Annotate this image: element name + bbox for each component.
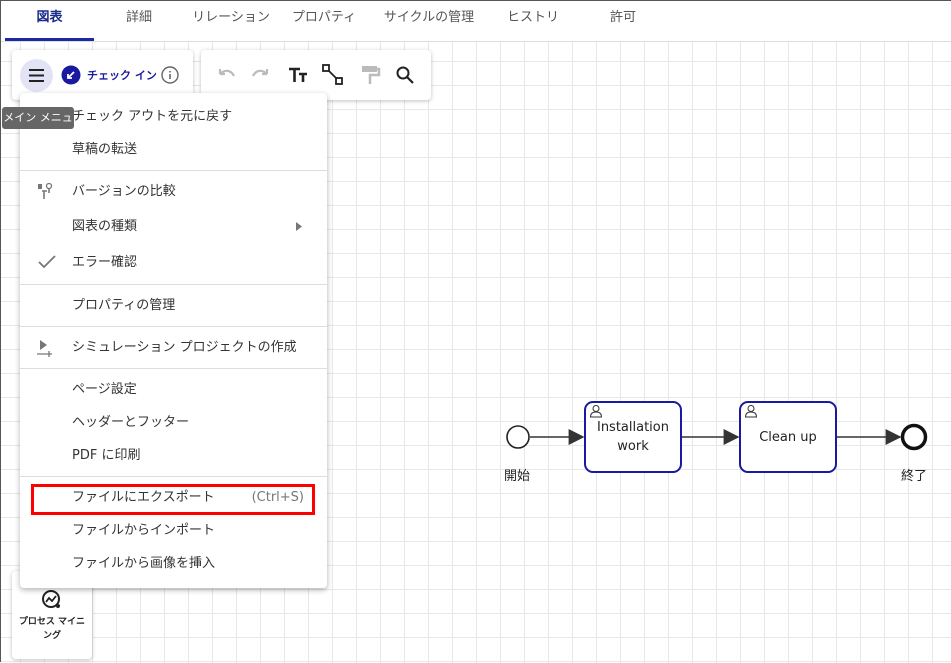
menu-item-export-file[interactable]: ファイルにエクスポート (Ctrl+S) <box>20 483 327 513</box>
tab-permissions[interactable]: 許可 <box>609 10 636 25</box>
tab-lifecycle[interactable]: サイクルの管理 <box>383 10 475 25</box>
divider <box>20 170 327 171</box>
tab-details[interactable]: 詳細 <box>125 10 152 25</box>
menu-item-header-footer[interactable]: ヘッダーとフッター <box>72 415 190 430</box>
edit-toolbar <box>201 50 431 100</box>
divider <box>20 326 327 327</box>
checkin-button[interactable]: チェック イン <box>87 69 157 82</box>
end-event[interactable] <box>900 423 928 451</box>
task-label: Installation work <box>596 420 669 454</box>
menu-item-compare-versions[interactable]: バージョンの比較 <box>72 184 176 199</box>
divider <box>20 368 327 369</box>
hamburger-icon <box>29 69 44 82</box>
redo-icon[interactable] <box>250 65 272 85</box>
start-event[interactable] <box>506 425 530 449</box>
menu-item-create-simulation[interactable]: シミュレーション プロジェクトの作成 <box>72 340 297 355</box>
simulation-icon <box>37 340 52 357</box>
undo-icon[interactable] <box>215 65 237 85</box>
menu-item-transfer-draft[interactable]: 草稿の転送 <box>72 142 138 157</box>
task-label: Clean up <box>759 429 817 445</box>
submenu-arrow-icon <box>296 222 302 231</box>
highlight-box <box>31 484 315 515</box>
tab-properties[interactable]: プロパティ <box>291 10 357 25</box>
shortcut-label: (Ctrl+S) <box>251 490 304 505</box>
menu-item-undo-checkout[interactable]: チェック アウトを元に戻す <box>72 109 233 124</box>
divider <box>20 476 327 477</box>
tab-history[interactable]: ヒストリ <box>506 10 559 25</box>
menu-item-insert-image[interactable]: ファイルから画像を挿入 <box>72 556 216 571</box>
text-size-icon[interactable] <box>287 65 309 85</box>
user-task-icon <box>744 405 758 418</box>
tab-bar: 図表 詳細 リレーション プロパティ サイクルの管理 ヒストリ 許可 <box>1 1 951 42</box>
tab-relations[interactable]: リレーション <box>192 10 270 25</box>
menu-item-manage-properties[interactable]: プロパティの管理 <box>72 298 176 313</box>
menu-item-print-pdf[interactable]: PDF に印刷 <box>72 448 141 463</box>
menu-item-error-check[interactable]: エラー確認 <box>72 255 138 270</box>
menu-item-import-file[interactable]: ファイルからインポート <box>72 523 216 538</box>
end-label: 終了 <box>901 469 928 484</box>
format-painter-icon[interactable] <box>359 64 381 86</box>
search-icon[interactable] <box>394 65 416 87</box>
info-icon[interactable] <box>160 65 180 85</box>
connector-icon[interactable] <box>321 63 345 87</box>
main-toolbar: チェック イン <box>12 50 193 100</box>
process-mining-label: プロセス マイニング <box>18 617 86 641</box>
menu-item-label: 図表の種類 <box>72 219 138 234</box>
process-mining-icon <box>42 590 60 608</box>
check-icon <box>38 255 56 269</box>
checkin-icon[interactable] <box>61 65 81 85</box>
compare-versions-icon <box>38 182 53 199</box>
menu-item-label: ファイルにエクスポート <box>72 490 215 505</box>
menu-item-page-setup[interactable]: ページ設定 <box>72 382 137 397</box>
menu-item-diagram-type[interactable]: 図表の種類 <box>20 212 327 242</box>
menu-button[interactable] <box>20 59 53 92</box>
tab-diagram[interactable]: 図表 <box>5 1 94 41</box>
divider <box>20 284 327 285</box>
main-menu: チェック アウトを元に戻す 草稿の転送 バージョンの比較 図表の種類 エラー確認… <box>20 93 327 588</box>
start-label: 開始 <box>504 469 531 484</box>
user-task-icon <box>589 405 603 418</box>
main-menu-tooltip: メイン メニュー <box>2 107 74 146</box>
